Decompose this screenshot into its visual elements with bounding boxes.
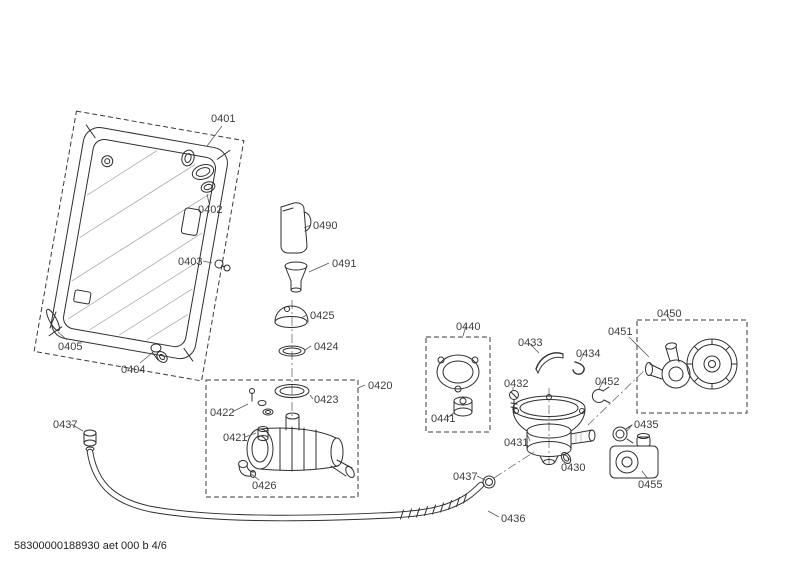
drain-hose-group — [83, 429, 538, 522]
part-labels: 0401 0402 0403 0490 0491 0425 0424 0405 … — [53, 113, 681, 525]
part-label-0403: 0403 — [178, 256, 202, 268]
part-label-0434: 0434 — [576, 348, 600, 360]
small-parts-0422 — [249, 388, 274, 416]
part-label-0401: 0401 — [211, 113, 235, 125]
heat-pump-0455 — [609, 433, 659, 479]
part-label-0421: 0421 — [223, 432, 247, 444]
part-label-0430: 0430 — [561, 462, 585, 474]
tank-assembly-0401 — [33, 110, 245, 382]
tank-hatching — [68, 150, 210, 341]
sump-outlet-pipe — [570, 429, 596, 445]
gasket-0440 — [436, 354, 480, 393]
elbow-0426 — [238, 460, 256, 478]
valve-0421 — [257, 426, 269, 441]
part-label-0436: 0436 — [501, 513, 525, 525]
o-ring-0437-mid — [482, 475, 496, 489]
hose-connector-0437-left — [83, 429, 97, 452]
ring-0423 — [274, 384, 310, 398]
fitting-0404 — [150, 343, 168, 363]
part-label-0426: 0426 — [252, 480, 276, 492]
part-label-0441: 0441 — [431, 413, 455, 425]
part-label-0455: 0455 — [638, 479, 662, 491]
fitting-0403 — [214, 259, 231, 272]
ring-0424 — [278, 345, 306, 357]
circulation-pump-assembly-0450 — [609, 319, 748, 479]
part-label-0450: 0450 — [657, 308, 681, 320]
part-label-0423: 0423 — [314, 394, 338, 406]
hose-corrugation-0436 — [400, 493, 467, 520]
seal-dashed-box — [425, 336, 491, 433]
part-label-0452: 0452 — [595, 376, 619, 388]
motor-0451 — [645, 338, 738, 390]
cap-0425 — [274, 305, 309, 328]
part-label-0435: 0435 — [634, 419, 658, 431]
fitting-0405 — [46, 308, 60, 332]
part-label-0491: 0491 — [332, 258, 356, 270]
part-label-0451: 0451 — [608, 326, 632, 338]
part-label-0405: 0405 — [58, 341, 82, 353]
pump-body — [246, 412, 355, 478]
screw-0432 — [509, 390, 519, 412]
funnel-0491 — [284, 261, 308, 293]
part-label-0432: 0432 — [504, 378, 528, 390]
part-label-0440: 0440 — [456, 321, 480, 333]
sump-assembly-0431 — [512, 368, 647, 468]
part-label-0420: 0420 — [368, 380, 392, 392]
part-label-0433: 0433 — [518, 337, 542, 349]
clamp-0433 — [535, 352, 564, 374]
seal-0402 — [191, 164, 216, 193]
motor-dashed-box — [636, 319, 748, 414]
part-label-0402: 0402 — [198, 204, 222, 216]
pump-dashed-box — [205, 379, 359, 498]
document-number: 58300000188930 aet 000 b 4/6 — [14, 540, 167, 552]
part-label-0404: 0404 — [121, 364, 145, 376]
part-0441 — [453, 396, 473, 417]
part-label-0424: 0424 — [314, 341, 338, 353]
softener-stack — [274, 300, 310, 416]
clip-0434 — [572, 361, 585, 375]
clamp-0452 — [591, 386, 611, 404]
heat-pump-assembly-0420 — [205, 379, 359, 498]
part-label-0431: 0431 — [504, 437, 528, 449]
leader-lines — [57, 125, 671, 518]
hose-centerline — [493, 449, 538, 479]
part-label-0437-left: 0437 — [53, 419, 77, 431]
part-label-0490: 0490 — [313, 220, 337, 232]
part-label-0425: 0425 — [310, 310, 334, 322]
sump-to-pump-centerline — [587, 368, 647, 426]
seal-kit-0440 — [425, 336, 491, 433]
tank-dashed-box — [33, 110, 245, 382]
part-label-0422: 0422 — [210, 407, 234, 419]
part-label-0437-mid: 0437 — [453, 471, 477, 483]
jug-0490 — [280, 202, 312, 254]
